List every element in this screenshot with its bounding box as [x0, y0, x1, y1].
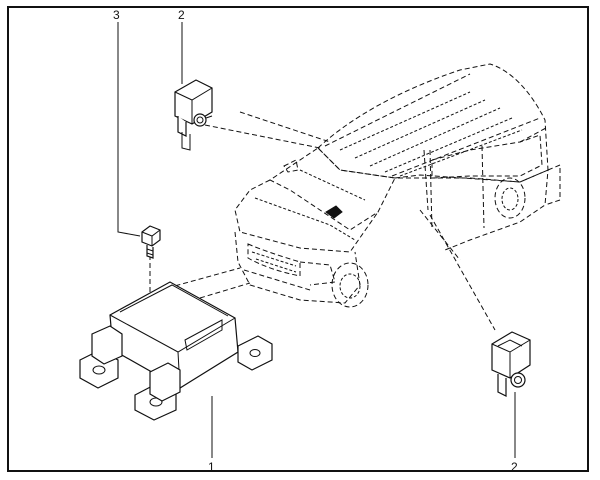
callout-airbag-ecu: 1 [208, 460, 215, 474]
vehicle-outline [234, 63, 561, 308]
mounting-bolt [141, 225, 161, 259]
callout-side-sensor-bottom: 2 [511, 460, 518, 474]
callout-bolt: 3 [113, 8, 120, 22]
callout-side-sensor-top: 2 [178, 8, 185, 22]
airbag-control-unit [79, 281, 273, 421]
side-impact-sensor-bottom [491, 331, 531, 397]
leader-lines [117, 22, 516, 458]
side-impact-sensor-top [174, 79, 213, 151]
diagram-frame [7, 6, 589, 472]
